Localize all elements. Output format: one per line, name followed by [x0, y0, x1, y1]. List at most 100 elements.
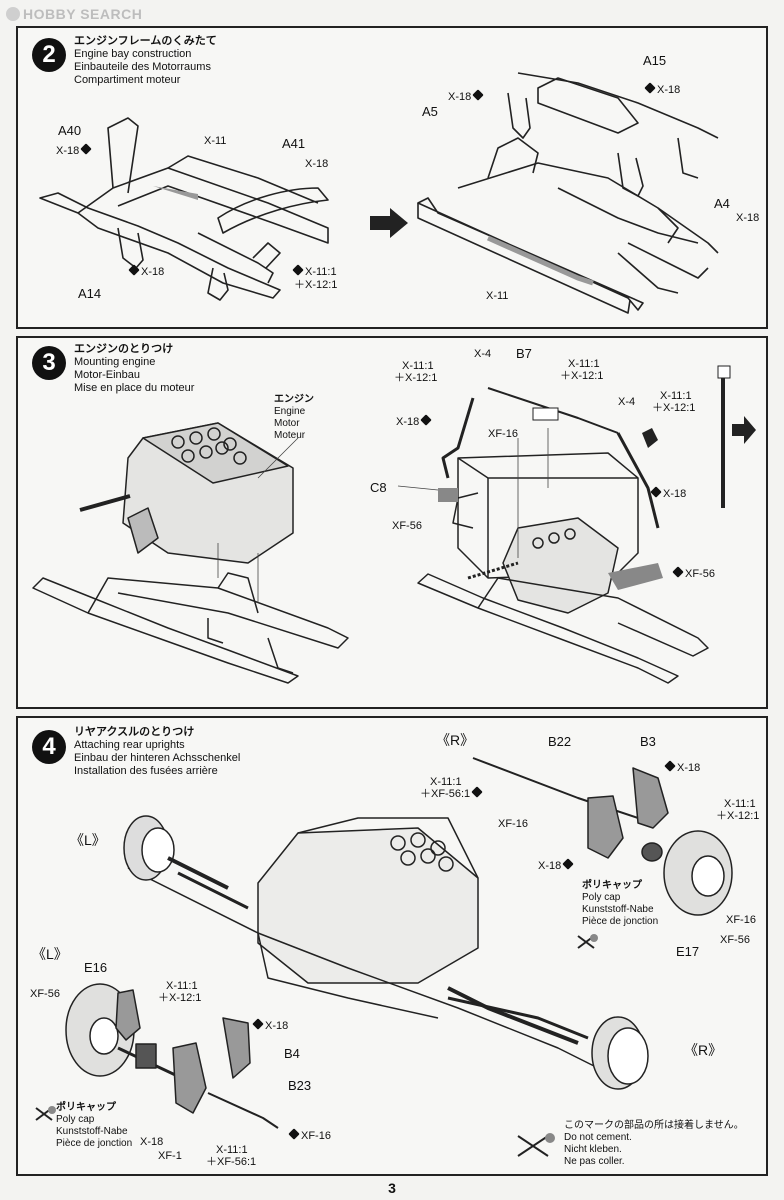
part-b4: B4 [284, 1046, 300, 1061]
paint-x12-mix: ＋X-12:1 [560, 370, 604, 382]
watermark: HOBBY SEARCH [6, 6, 142, 22]
label-right-side: 《R》 [684, 1042, 723, 1058]
step-number-badge: 2 [32, 38, 66, 72]
part-b3: B3 [640, 734, 656, 749]
paint-xf56-mix: ＋XF-56:1 [420, 786, 484, 800]
label-right-side: 《R》 [436, 732, 475, 748]
paint-x12-mix: ＋X-12:1 [716, 810, 760, 822]
paint-x11: X-11 [204, 135, 227, 147]
polycap-note: ポリキャップ Poly cap Kunststoff-Nabe Pièce de… [56, 1102, 133, 1149]
paint-drop-icon [80, 143, 92, 155]
paint-x18: X-18 [538, 858, 575, 872]
paint-drop-icon [471, 786, 483, 798]
title-de: Einbau der hinteren Achsschenkel [74, 752, 241, 764]
paint-xf56: XF-56 [30, 988, 60, 1000]
paint-x4: X-4 [474, 348, 492, 360]
paint-xf56: XF-56 [672, 566, 715, 580]
part-a5: A5 [422, 104, 438, 119]
paint-drop-icon [420, 414, 432, 426]
step-title-block: エンジンのとりつけ Mounting engine Motor-Einbau M… [74, 343, 194, 395]
paint-x11-mix: X-11:1 [660, 390, 692, 402]
paint-xf16: XF-16 [288, 1128, 331, 1142]
title-fr: Mise en place du moteur [74, 382, 195, 394]
part-c8: C8 [370, 480, 387, 495]
paint-drop-icon [664, 760, 676, 772]
paint-drop-icon [288, 1128, 300, 1140]
title-de: Motor-Einbau [74, 369, 141, 381]
paint-x11-mix: X-11:1 [430, 776, 462, 788]
title-jp: リヤアクスルのとりつけ [74, 726, 195, 738]
step-title-block: エンジンフレームのくみたて Engine bay construction Ei… [74, 35, 217, 87]
paint-x11-mix: X-11:1 [724, 798, 756, 810]
part-b22: B22 [548, 734, 572, 749]
engine-label: エンジン Engine Motor Moteur [274, 394, 314, 441]
paint-x12-mix: ＋X-12:1 [294, 279, 338, 291]
paint-x11-mix: X-11:1 [402, 360, 434, 372]
title-fr: Installation des fusées arrière [74, 765, 218, 777]
part-a41: A41 [282, 136, 306, 151]
paint-x18: X-18 [664, 760, 700, 774]
paint-x4: X-4 [618, 396, 636, 408]
title-en: Attaching rear uprights [74, 739, 185, 751]
paint-xf56-mix: ＋XF-56:1 [206, 1156, 257, 1168]
part-a14: A14 [78, 286, 102, 301]
title-en: Engine bay construction [74, 48, 192, 60]
no-cement-icon [517, 1133, 555, 1157]
part-a4: A4 [714, 196, 730, 211]
paint-x18: X-18 [140, 1136, 164, 1148]
engine-mount-drawing [32, 365, 756, 684]
paint-x11-mix: X-11:1 [216, 1144, 248, 1156]
step-number-badge: 3 [32, 346, 66, 380]
paint-x11-mix: X-11:1 [292, 264, 337, 278]
paint-x18: X-18 [128, 264, 164, 278]
title-de: Einbauteile des Motorraums [74, 61, 211, 73]
paint-x18: X-18 [305, 158, 329, 170]
paint-x18: X-18 [650, 486, 686, 500]
paint-drop-icon [562, 858, 574, 870]
title-fr: Compartiment moteur [74, 74, 181, 86]
page-number: 3 [388, 1180, 396, 1196]
paint-drop-icon [650, 486, 662, 498]
part-e16: E16 [84, 960, 108, 975]
label-left-side: 《L》 [32, 946, 68, 962]
rear-upright-drawing [35, 757, 733, 1157]
paint-xf56: XF-56 [392, 520, 422, 532]
part-e17: E17 [676, 944, 700, 959]
part-b23: B23 [288, 1078, 312, 1093]
no-cement-note: このマークの部品の所は接着しません。 Do not cement. Nicht … [564, 1120, 744, 1167]
label-left-side: 《L》 [70, 832, 106, 848]
frame-assembly-drawing [39, 72, 719, 314]
paint-drop-icon [472, 89, 484, 101]
part-a40: A40 [58, 123, 82, 138]
paint-x18: X-18 [252, 1018, 288, 1032]
paint-drop-icon [292, 264, 304, 276]
paint-xf56: XF-56 [720, 934, 750, 946]
part-a15: A15 [643, 53, 667, 68]
paint-drop-icon [644, 82, 656, 94]
step-title-block: リヤアクスルのとりつけ Attaching rear uprights Einb… [74, 726, 240, 778]
paint-x11-mix: X-11:1 [568, 358, 600, 370]
polycap-note: ポリキャップ Poly cap Kunststoff-Nabe Pièce de… [582, 880, 659, 927]
paint-drop-icon [672, 566, 684, 578]
paint-x18: X-18 [396, 414, 433, 428]
paint-xf16: XF-16 [488, 428, 518, 440]
step-2-panel: 2 エンジンフレームのくみたて Engine bay construction … [16, 26, 768, 329]
paint-x12-mix: ＋X-12:1 [394, 372, 438, 384]
logo-icon [6, 7, 20, 21]
paint-drop-icon [128, 264, 140, 276]
paint-x18: X-18 [736, 212, 760, 224]
paint-x12-mix: ＋X-12:1 [158, 992, 202, 1004]
title-jp: エンジンフレームのくみたて [74, 35, 217, 47]
step-4-panel: 4 リヤアクスルのとりつけ Attaching rear uprights Ei… [16, 716, 768, 1176]
part-b7: B7 [516, 346, 532, 361]
paint-drop-icon [252, 1018, 264, 1030]
paint-xf1: XF-1 [158, 1150, 182, 1162]
paint-xf16: XF-16 [726, 914, 756, 926]
paint-x11-mix: X-11:1 [166, 980, 198, 992]
paint-x11: X-11 [486, 290, 509, 302]
paint-xf16: XF-16 [498, 818, 528, 830]
step-3-panel: 3 エンジンのとりつけ Mounting engine Motor-Einbau… [16, 336, 768, 709]
step-number-badge: 4 [32, 730, 66, 764]
paint-x12-mix: ＋X-12:1 [652, 402, 696, 414]
paint-x18: X-18 [56, 143, 93, 157]
